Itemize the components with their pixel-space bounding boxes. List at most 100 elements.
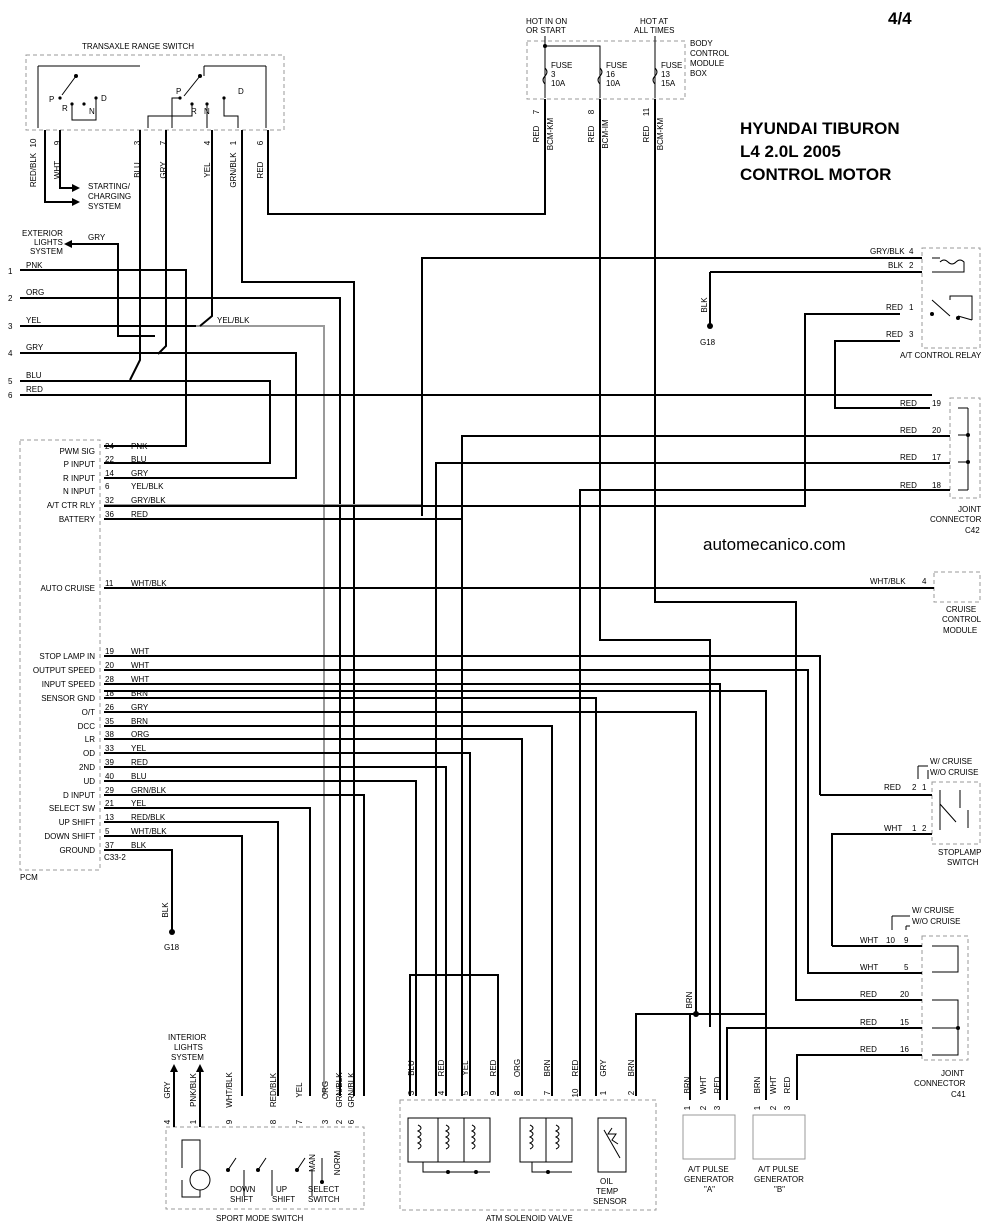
- svg-text:RED: RED: [860, 1018, 877, 1027]
- svg-text:GRN/BLK: GRN/BLK: [335, 1072, 344, 1108]
- joint-connector-c41: W/ CRUISE W/O CRUISE WHT 10 9 WHT 5 RED …: [104, 669, 969, 1100]
- svg-text:3: 3: [321, 1119, 330, 1124]
- svg-text:40: 40: [105, 772, 114, 781]
- pcm-pin-lr: LR: [85, 735, 95, 744]
- svg-text:24: 24: [105, 442, 114, 451]
- svg-text:DOWN: DOWN: [230, 1185, 256, 1194]
- svg-text:19: 19: [932, 399, 941, 408]
- svg-text:GRY: GRY: [131, 469, 149, 478]
- svg-text:HOT AT: HOT AT: [640, 17, 668, 26]
- svg-text:SHIFT: SHIFT: [230, 1195, 253, 1204]
- svg-text:GENERATOR: GENERATOR: [684, 1175, 734, 1184]
- svg-text:A/T PULSE: A/T PULSE: [758, 1165, 799, 1174]
- svg-text:2: 2: [8, 294, 13, 303]
- svg-text:CONTROL: CONTROL: [942, 615, 982, 624]
- pcm-pin-output-speed: OUTPUT SPEED: [33, 666, 95, 675]
- svg-text:20: 20: [932, 426, 941, 435]
- svg-text:1: 1: [909, 303, 914, 312]
- svg-text:BLK: BLK: [161, 902, 170, 918]
- svg-text:ORG: ORG: [26, 288, 44, 297]
- svg-text:P: P: [49, 95, 54, 104]
- svg-text:SELECT: SELECT: [308, 1185, 339, 1194]
- svg-text:2: 2: [627, 1090, 636, 1095]
- svg-text:GRY/BLK: GRY/BLK: [131, 496, 166, 505]
- starting-system-label: STARTING/: [88, 182, 131, 191]
- svg-text:SYSTEM: SYSTEM: [30, 247, 63, 256]
- watermark: automecanico.com: [703, 535, 846, 554]
- pcm-pin-od: OD: [83, 749, 95, 758]
- svg-text:YEL: YEL: [131, 744, 147, 753]
- svg-text:ORG: ORG: [131, 730, 149, 739]
- pcm-pin-up-shift: UP SHIFT: [59, 818, 95, 827]
- svg-text:GRY: GRY: [26, 343, 44, 352]
- svg-text:YEL: YEL: [131, 799, 147, 808]
- svg-text:1: 1: [683, 1105, 692, 1110]
- svg-text:4: 4: [8, 349, 13, 358]
- sport-mode-pins: 4GRY1PNK/BLK9WHT/BLK8RED/BLK7YEL3ORG2GRN…: [163, 1072, 356, 1125]
- svg-text:22: 22: [105, 455, 114, 464]
- svg-text:5: 5: [461, 1090, 470, 1095]
- svg-text:W/ CRUISE: W/ CRUISE: [930, 757, 972, 766]
- svg-text:YEL/BLK: YEL/BLK: [217, 316, 250, 325]
- svg-text:BRN: BRN: [627, 1059, 636, 1076]
- svg-text:7: 7: [543, 1090, 552, 1095]
- svg-text:WHT/BLK: WHT/BLK: [225, 1072, 234, 1108]
- svg-text:WHT: WHT: [884, 824, 902, 833]
- pulse-generator-a: A/T PULSE GENERATOR "A": [682, 1114, 736, 1194]
- svg-text:8: 8: [513, 1090, 522, 1095]
- pcm-pin-down-shift: DOWN SHIFT: [44, 832, 95, 841]
- pcm-pin-sensor-gnd: SENSOR GND: [41, 694, 95, 703]
- svg-text:RED: RED: [489, 1059, 498, 1076]
- svg-text:RED: RED: [860, 1045, 877, 1054]
- svg-text:10: 10: [886, 936, 895, 945]
- svg-text:16: 16: [606, 70, 615, 79]
- svg-text:GRY: GRY: [131, 703, 149, 712]
- svg-text:9: 9: [53, 140, 62, 145]
- svg-text:YEL: YEL: [203, 162, 212, 178]
- svg-text:WHT: WHT: [769, 1076, 778, 1094]
- svg-text:BLK: BLK: [131, 841, 147, 850]
- svg-text:9: 9: [489, 1090, 498, 1095]
- svg-text:W/O CRUISE: W/O CRUISE: [912, 917, 960, 926]
- svg-text:2: 2: [335, 1119, 344, 1124]
- svg-text:RED: RED: [713, 1076, 722, 1093]
- svg-text:GRN/BLK: GRN/BLK: [229, 152, 238, 188]
- svg-text:BLK: BLK: [888, 261, 904, 270]
- svg-text:9: 9: [225, 1119, 234, 1124]
- svg-text:10: 10: [571, 1088, 580, 1097]
- svg-text:3: 3: [783, 1105, 792, 1110]
- svg-text:YEL/BLK: YEL/BLK: [131, 482, 164, 491]
- stoplamp-switch: W/ CRUISE W/O CRUISE RED 2 1 WHT 1 2 STO…: [104, 655, 981, 946]
- svg-text:7: 7: [295, 1119, 304, 1124]
- svg-text:9: 9: [904, 936, 909, 945]
- svg-text:RED: RED: [532, 125, 541, 142]
- svg-text:FUSE: FUSE: [606, 61, 627, 70]
- svg-text:21: 21: [105, 799, 114, 808]
- svg-text:WHT: WHT: [860, 936, 878, 945]
- svg-text:RED: RED: [900, 481, 917, 490]
- svg-text:1: 1: [753, 1105, 762, 1110]
- svg-text:16: 16: [900, 1045, 909, 1054]
- svg-text:RED: RED: [571, 1059, 580, 1076]
- svg-text:WHT: WHT: [131, 661, 149, 670]
- svg-text:OIL: OIL: [600, 1177, 613, 1186]
- svg-text:PNK: PNK: [26, 261, 43, 270]
- svg-text:BCM-KM: BCM-KM: [546, 117, 555, 150]
- svg-text:TEMP: TEMP: [596, 1187, 618, 1196]
- svg-text:G18: G18: [164, 943, 180, 952]
- pcm-pin-battery: BATTERY: [59, 515, 96, 524]
- svg-text:MODULE: MODULE: [690, 59, 724, 68]
- svg-text:10A: 10A: [551, 79, 566, 88]
- svg-text:RED: RED: [587, 125, 596, 142]
- svg-text:15A: 15A: [661, 79, 676, 88]
- svg-text:2: 2: [769, 1105, 778, 1110]
- svg-text:6: 6: [347, 1119, 356, 1124]
- svg-text:A/T CONTROL RELAY: A/T CONTROL RELAY: [900, 351, 982, 360]
- brn-splice: BRN: [104, 690, 767, 1100]
- svg-text:1: 1: [8, 267, 13, 276]
- svg-text:GRN/BLK: GRN/BLK: [347, 1072, 356, 1108]
- svg-text:WHT/BLK: WHT/BLK: [131, 579, 167, 588]
- svg-text:6: 6: [8, 391, 13, 400]
- svg-text:BRN: BRN: [685, 991, 694, 1008]
